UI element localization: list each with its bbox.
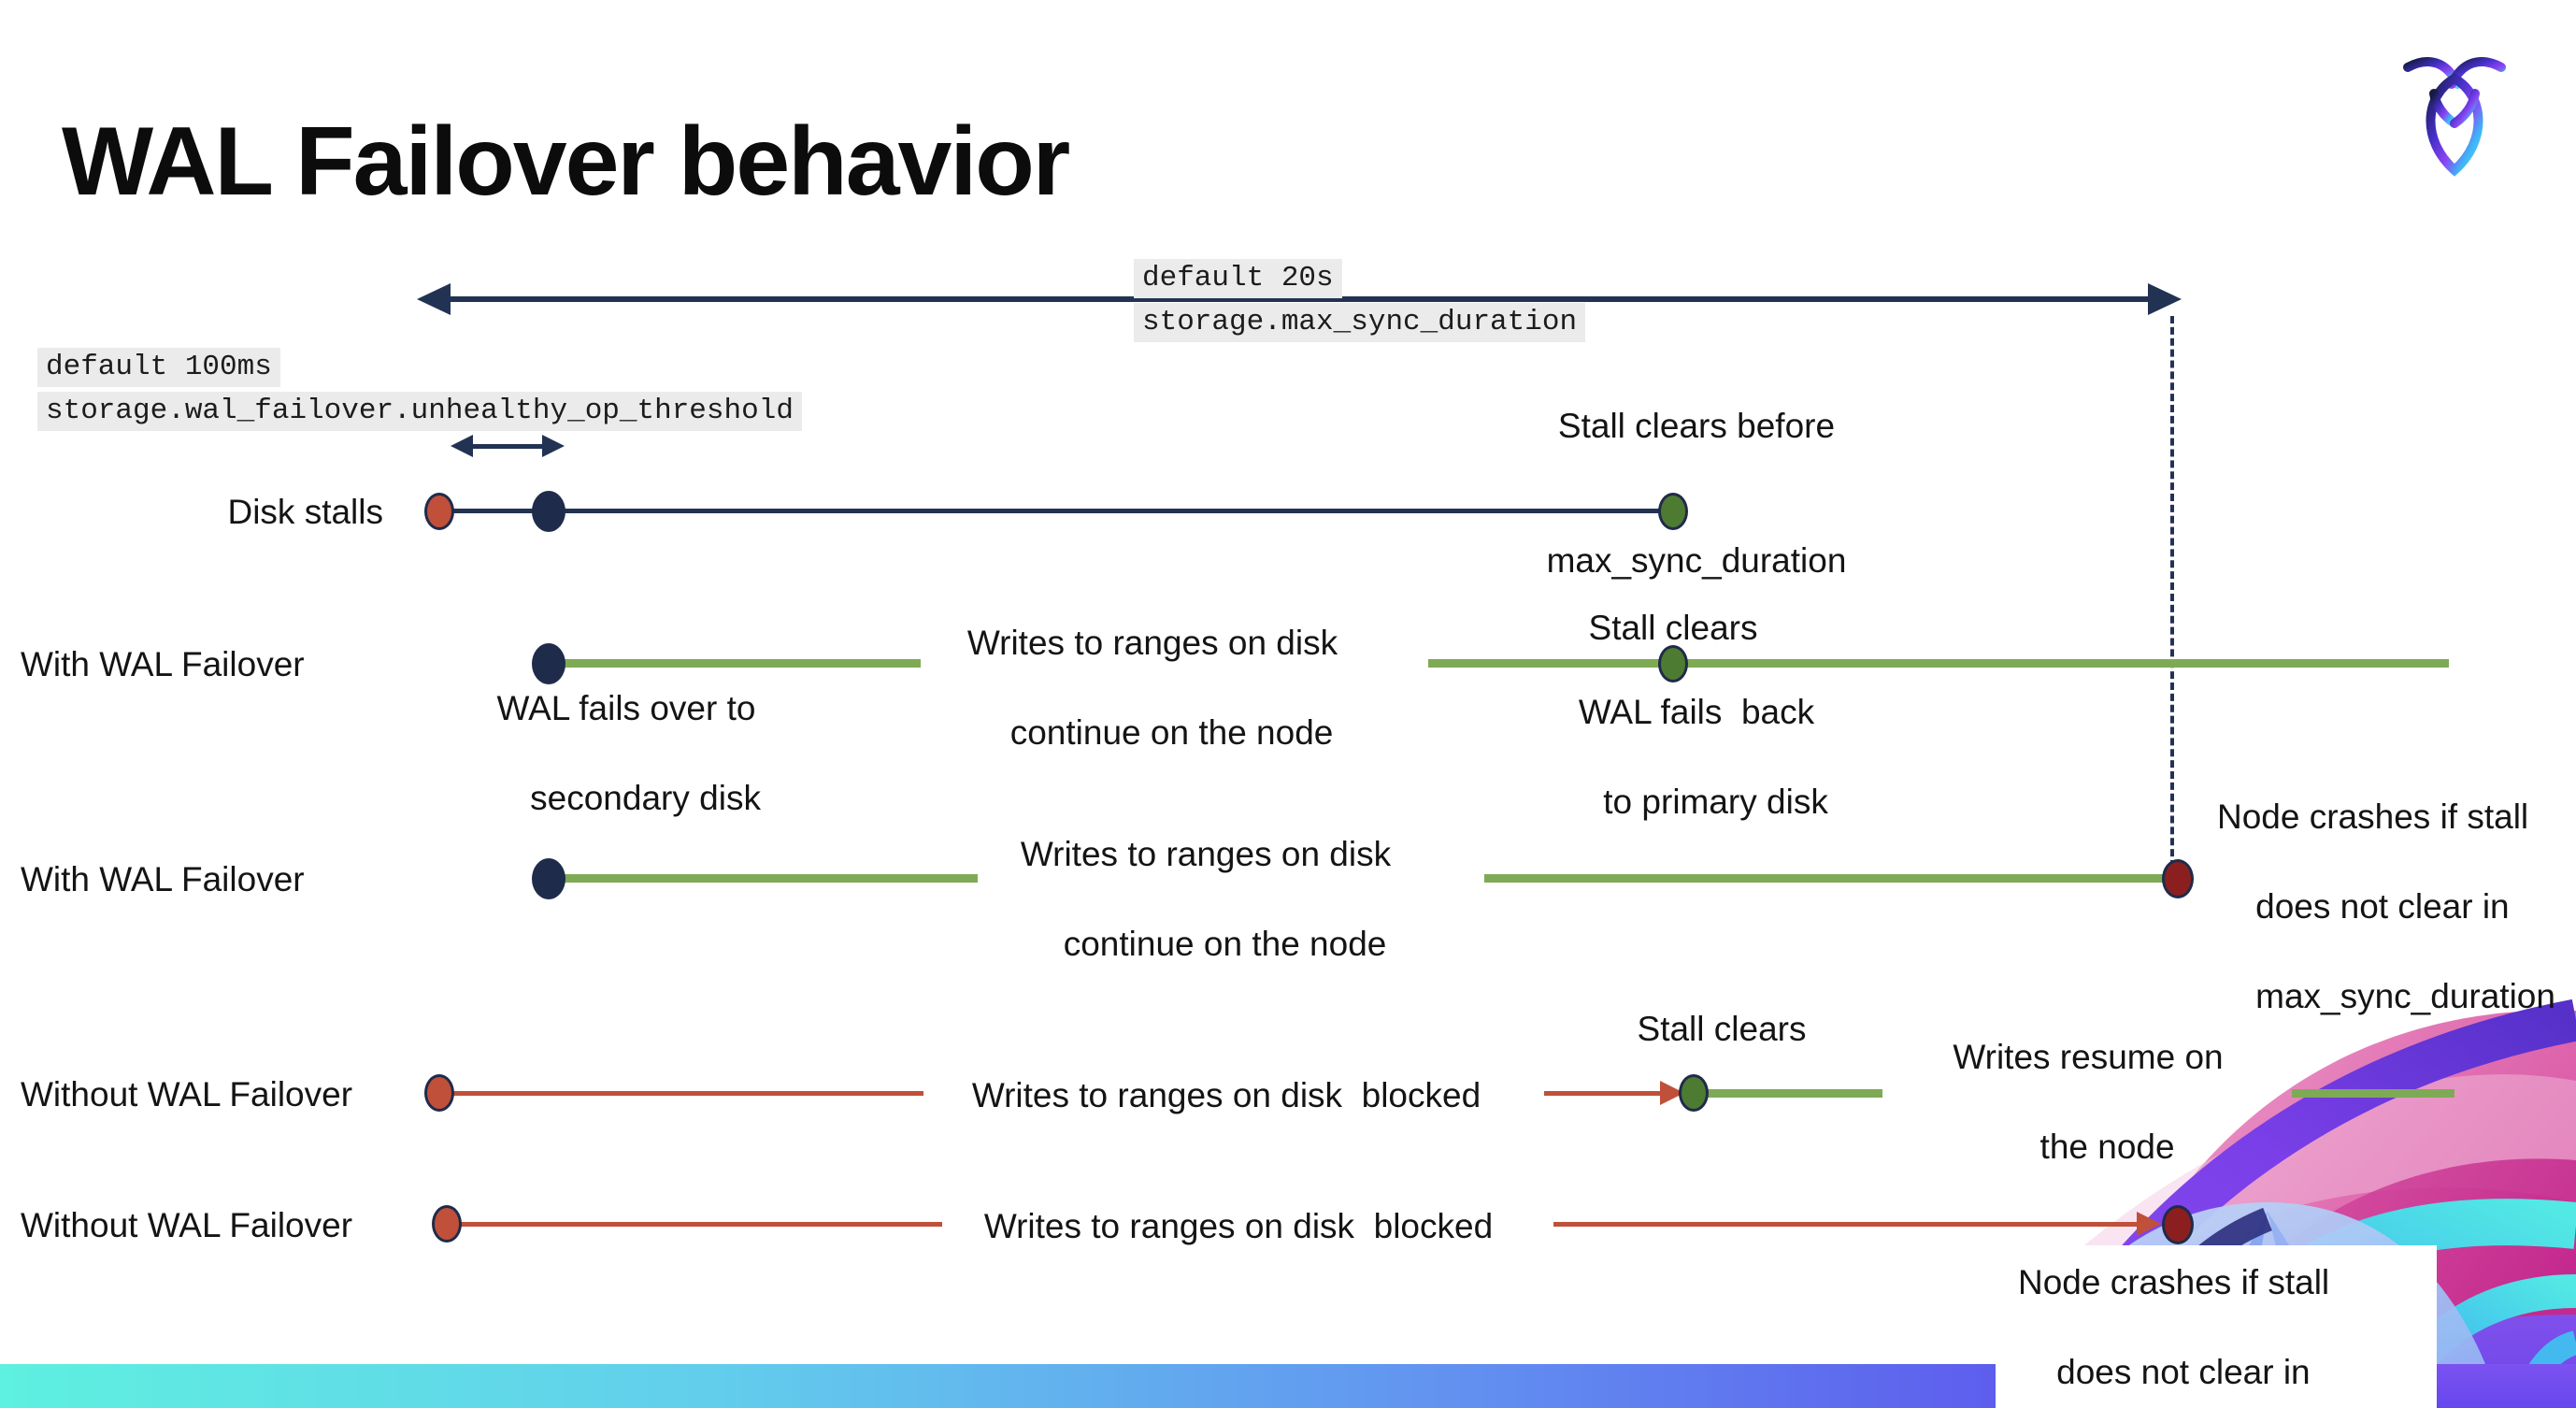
unhealthy-op-threshold-setting-label: default 100ms storage.wal_failover.unhea… — [37, 348, 802, 431]
wal2-node-crash-dot — [2162, 859, 2194, 898]
disk-stall-start-dot — [424, 493, 454, 530]
row-label-without-wal-failover-1: Without WAL Failover — [21, 1075, 353, 1113]
row-label-disk-stalls: Disk stalls — [227, 493, 383, 531]
max-sync-default-value: default 20s — [1134, 259, 1342, 298]
node-crash-card — [1996, 1245, 2437, 1408]
wal2-writes-continue-note: Writes to ranges on disk continue on the… — [991, 832, 1421, 967]
wal2-crash-line1: Node crashes if stall — [2217, 797, 2529, 836]
stall-clears-before-line1: Stall clears before — [1557, 407, 1836, 445]
wal-fails-back-note: WAL fails back to primary disk — [1538, 690, 1855, 825]
max-sync-duration-setting-label: default 20s storage.max_sync_duration — [1134, 259, 1586, 342]
nowal1-stall-start-dot — [424, 1074, 454, 1112]
wal1-green-line-c — [1682, 659, 2449, 668]
nowal2-stall-start-dot — [432, 1205, 462, 1243]
row-label-without-wal-failover-2: Without WAL Failover — [21, 1206, 353, 1244]
nowal2-red-line-a — [454, 1222, 942, 1227]
wal2-crash-line3: max_sync_duration — [2255, 977, 2555, 1015]
wal1-failover-dot — [532, 643, 565, 684]
nowal1-green-line-a — [1707, 1089, 1882, 1098]
unhealthy-op-setting-name: storage.wal_failover.unhealthy_op_thresh… — [37, 392, 802, 431]
small-arrow-left-icon — [451, 435, 473, 457]
wal1-writes-line2: continue on the node — [1009, 713, 1334, 752]
nowal2-node-crash-dot — [2162, 1205, 2194, 1244]
nowal1-stall-clears-note: Stall clears — [1637, 1010, 1807, 1048]
wal-fails-back-line1: WAL fails back — [1578, 693, 1815, 731]
wal2-crash-line2: does not clear in — [2255, 887, 2510, 926]
max-sync-duration-span-line — [430, 296, 2168, 302]
writes-resume-note: Writes resume on the node — [1927, 1035, 2249, 1170]
wal-fails-over-note: WAL fails over to secondary disk — [467, 686, 785, 821]
nowal1-green-line-b — [2292, 1089, 2454, 1098]
stall-clears-before-note: Stall clears before max_sync_duration — [1533, 404, 1860, 583]
wal2-failover-dot — [532, 858, 565, 899]
max-sync-setting-name: storage.max_sync_duration — [1134, 303, 1586, 342]
disk-stall-threshold-dot — [532, 491, 565, 532]
unhealthy-op-default-value: default 100ms — [37, 348, 280, 387]
wal1-stall-clears-note: Stall clears — [1588, 609, 1758, 647]
nowal1-stall-clears-dot — [1679, 1074, 1709, 1112]
nowal1-writes-blocked-note: Writes to ranges on disk blocked — [971, 1076, 1481, 1114]
writes-resume-line1: Writes resume on — [1953, 1038, 2224, 1076]
wal1-green-line-b — [1428, 659, 1669, 668]
writes-resume-line2: the node — [2039, 1128, 2175, 1166]
wal2-node-crash-note: Node crashes if stall does not clear in … — [2217, 795, 2576, 1019]
stall-clears-before-line2: max_sync_duration — [1546, 541, 1847, 580]
wal-fails-back-line2: to primary disk — [1603, 783, 1828, 821]
wal1-writes-line1: Writes to ranges on disk — [966, 624, 1338, 662]
arrow-right-icon — [2148, 283, 2182, 315]
row-label-with-wal-failover-2: With WAL Failover — [21, 860, 305, 898]
wal1-stall-clears-dot — [1658, 645, 1688, 682]
wal1-writes-continue-note: Writes to ranges on disk continue on the… — [942, 621, 1363, 755]
unhealthy-op-span-line — [471, 444, 544, 449]
disk-stall-clears-dot — [1658, 493, 1688, 530]
wal2-writes-line1: Writes to ranges on disk — [1020, 835, 1392, 873]
cockroachdb-logo-icon — [2403, 57, 2506, 177]
wal-fails-over-line2: secondary disk — [530, 779, 761, 817]
row-label-with-wal-failover-1: With WAL Failover — [21, 645, 305, 683]
nowal2-crash-line2: does not clear in — [2056, 1353, 2311, 1391]
nowal1-red-line-a — [447, 1091, 923, 1096]
nowal2-red-line-b — [1553, 1222, 2140, 1227]
wal-fails-over-line1: WAL fails over to — [496, 689, 756, 727]
small-arrow-right-icon — [542, 435, 565, 457]
nowal2-writes-blocked-note: Writes to ranges on disk blocked — [983, 1207, 1494, 1245]
nowal2-node-crash-note: Node crashes if stall does not clear in … — [2018, 1260, 2420, 1408]
max-sync-duration-dashed-line — [2170, 316, 2174, 868]
page-title: WAL Failover behavior — [62, 107, 1070, 216]
wal2-writes-line2: continue on the node — [1063, 925, 1387, 963]
disk-stalls-timeline-line — [439, 509, 1673, 513]
wal2-green-line-a — [557, 874, 978, 883]
arrow-left-icon — [417, 283, 451, 315]
nowal2-red-arrowhead-icon — [2137, 1212, 2161, 1236]
wal2-green-line-b — [1484, 874, 2174, 883]
nowal1-red-line-b — [1544, 1091, 1666, 1096]
nowal2-crash-line1: Node crashes if stall — [2018, 1263, 2330, 1301]
wal1-green-line-a — [557, 659, 921, 668]
